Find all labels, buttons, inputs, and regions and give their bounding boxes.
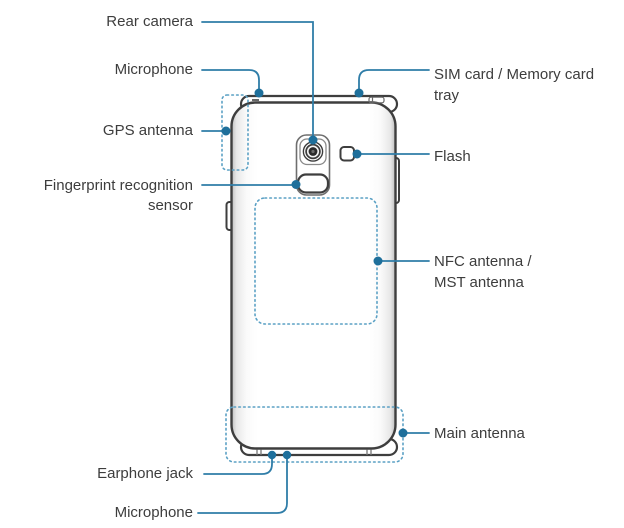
dot-main-antenna xyxy=(398,428,408,438)
dot-nfc-antenna xyxy=(373,256,383,266)
dot-earphone-jack xyxy=(267,450,277,460)
label-flash: Flash xyxy=(434,148,471,165)
dot-microphone-top xyxy=(254,88,264,98)
camera-module xyxy=(295,134,331,196)
leader-microphone-top xyxy=(201,69,260,92)
dot-sim-tray xyxy=(354,88,364,98)
sim-tray-slot xyxy=(368,96,385,104)
dot-microphone-bottom xyxy=(282,450,292,460)
flash-shape xyxy=(339,146,355,162)
label-nfc-antenna: NFC antenna / MST antenna xyxy=(434,253,532,291)
dot-flash xyxy=(352,149,362,159)
fingerprint-sensor-shape xyxy=(296,173,330,194)
label-main-antenna: Main antenna xyxy=(434,425,525,442)
label-sim-tray: SIM card / Memory card tray xyxy=(434,66,595,104)
callout-dots xyxy=(221,88,408,460)
dot-gps-antenna xyxy=(221,126,231,136)
leader-microphone-bottom xyxy=(197,456,288,514)
dot-rear-camera xyxy=(308,135,318,145)
bottom-antenna-lines xyxy=(256,449,372,455)
dot-fingerprint-sensor xyxy=(291,180,301,189)
leader-earphone-jack xyxy=(203,456,273,475)
rear-camera-lens xyxy=(302,141,324,162)
leader-rear-camera xyxy=(201,21,314,138)
label-gps-antenna: GPS antenna xyxy=(102,122,193,139)
label-microphone-bottom: Microphone xyxy=(114,504,193,521)
callout-leader-lines xyxy=(197,21,430,514)
label-earphone-jack: Earphone jack xyxy=(97,465,193,482)
label-rear-camera: Rear camera xyxy=(106,13,193,30)
label-microphone-top: Microphone xyxy=(114,61,193,78)
leader-sim-tray xyxy=(358,69,430,92)
label-fingerprint-sensor: Fingerprint recognition sensor xyxy=(43,177,193,214)
nfc-antenna-region xyxy=(254,197,378,325)
